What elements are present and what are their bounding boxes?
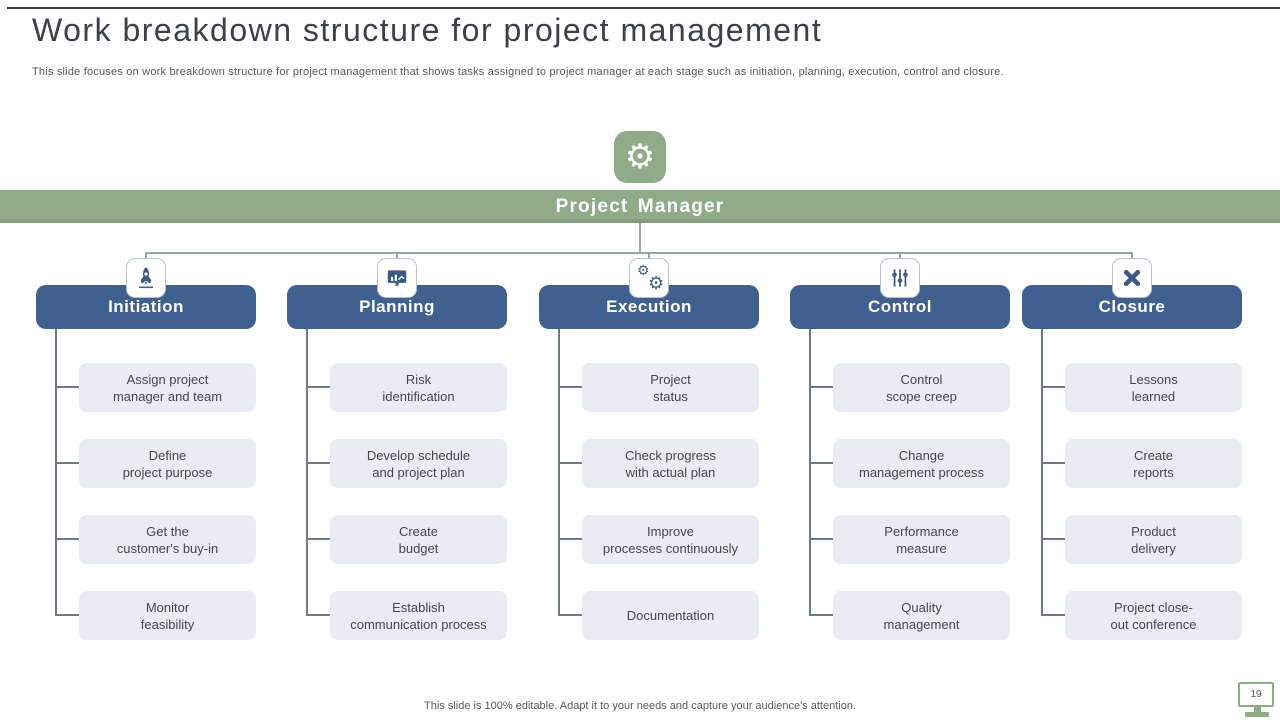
page-subtitle: This slide focuses on work breakdown str…: [32, 66, 1004, 78]
column-initiation: Initiation Assign project manager and te…: [36, 258, 256, 642]
task-connector: [558, 386, 582, 388]
task-box: Get the customer's buy-in: [79, 515, 256, 564]
task-box: Documentation: [582, 591, 759, 640]
column-connector: [809, 329, 811, 616]
task-box: Improve processes continuously: [582, 515, 759, 564]
column-control: Control Control scope creep Change manag…: [790, 258, 1010, 642]
column-execution: ⚙ ⚙ Execution Project status Check progr…: [539, 258, 759, 642]
task-box: Establish communication process: [330, 591, 507, 640]
page-number-badge: 19: [1238, 682, 1276, 717]
task-box: Quality management: [833, 591, 1010, 640]
column-connector: [558, 329, 560, 616]
connector-root-vertical: [639, 223, 641, 252]
task-box: Develop schedule and project plan: [330, 439, 507, 488]
gear-small-icon: ⚙: [637, 262, 650, 278]
column-connector: [55, 329, 57, 616]
gear-big-icon: ⚙: [648, 273, 665, 293]
task-box: Monitor feasibility: [79, 591, 256, 640]
gear-icon: ⚙: [624, 138, 656, 176]
task-box: Risk identification: [330, 363, 507, 412]
task-connector: [1041, 538, 1065, 540]
task-connector: [809, 386, 833, 388]
monitor-base: [1245, 712, 1269, 717]
task-box: Define project purpose: [79, 439, 256, 488]
monitor-stand: [1253, 707, 1261, 712]
footer-note: This slide is 100% editable. Adapt it to…: [424, 700, 856, 712]
connector-stub: [899, 252, 901, 260]
column-connector: [1041, 329, 1043, 616]
presentation-chart-icon: [377, 258, 417, 298]
cross-icon: [1112, 258, 1152, 298]
task-connector: [1041, 386, 1065, 388]
task-box: Product delivery: [1065, 515, 1242, 564]
task-connector: [809, 614, 833, 616]
task-box: Create budget: [330, 515, 507, 564]
connector-horizontal: [146, 252, 1133, 254]
task-connector: [306, 538, 330, 540]
connector-stub: [648, 252, 650, 260]
connector-stub: [1131, 252, 1133, 260]
task-connector: [306, 462, 330, 464]
task-connector: [558, 538, 582, 540]
task-box: Assign project manager and team: [79, 363, 256, 412]
task-connector: [809, 462, 833, 464]
process-gears-icon: ⚙ ⚙: [629, 258, 669, 298]
top-divider: [7, 7, 1280, 9]
task-connector: [55, 614, 79, 616]
task-connector: [55, 462, 79, 464]
task-connector: [55, 538, 79, 540]
task-connector: [1041, 462, 1065, 464]
stage-header: Closure: [1022, 285, 1242, 329]
task-connector: [306, 386, 330, 388]
task-box: Lessons learned: [1065, 363, 1242, 412]
task-box: Create reports: [1065, 439, 1242, 488]
column-closure: Closure Lessons learned Create reports P…: [1022, 258, 1242, 642]
task-box: Control scope creep: [833, 363, 1010, 412]
stage-header: Initiation: [36, 285, 256, 329]
project-manager-banner: Project Manager: [0, 190, 1280, 223]
sliders-icon: [880, 258, 920, 298]
task-box: Check progress with actual plan: [582, 439, 759, 488]
connector-stub: [396, 252, 398, 260]
project-manager-icon-tile: ⚙: [614, 131, 666, 183]
task-connector: [306, 614, 330, 616]
task-box: Project close- out conference: [1065, 591, 1242, 640]
task-connector: [558, 614, 582, 616]
task-box: Performance measure: [833, 515, 1010, 564]
column-connector: [306, 329, 308, 616]
task-box: Project status: [582, 363, 759, 412]
rocket-icon: [126, 258, 166, 298]
monitor-icon: 19: [1238, 682, 1274, 707]
task-connector: [809, 538, 833, 540]
task-connector: [558, 462, 582, 464]
task-box: Change management process: [833, 439, 1010, 488]
page-title: Work breakdown structure for project man…: [32, 12, 823, 48]
page-number: 19: [1250, 689, 1262, 700]
column-planning: Planning Risk identification Develop sch…: [287, 258, 507, 642]
task-connector: [55, 386, 79, 388]
task-connector: [1041, 614, 1065, 616]
connector-stub: [145, 252, 147, 260]
